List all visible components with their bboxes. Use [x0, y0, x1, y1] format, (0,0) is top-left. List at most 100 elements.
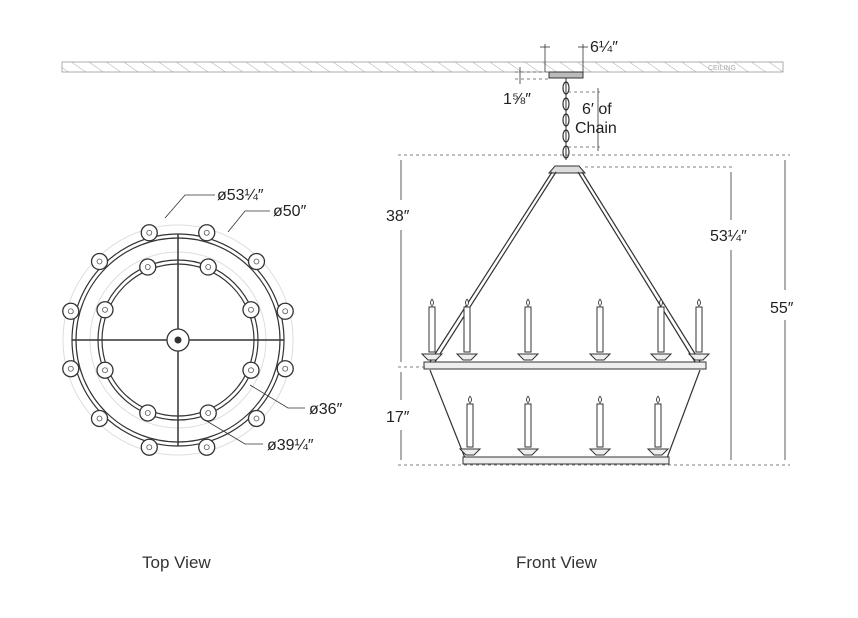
- outer-candle-cup: [90, 252, 109, 271]
- flame: [659, 298, 663, 307]
- candle: [455, 298, 479, 361]
- top-view: [62, 224, 294, 456]
- candle-sleeve: [524, 403, 532, 448]
- dim-lower-tier-height: 17″: [386, 409, 410, 426]
- chain-length-line2: Chain: [575, 120, 617, 137]
- dim-overall-height: 55″: [770, 300, 794, 317]
- candle: [588, 395, 612, 456]
- arms: [427, 171, 703, 459]
- dim-canopy-height: 1⅝″: [503, 91, 531, 108]
- ceiling: CEILING: [61, 61, 784, 73]
- dimension-leaders: [164, 194, 305, 445]
- outer-candle-cup-socket: [146, 229, 153, 236]
- front-dimension-lines: [398, 44, 790, 466]
- candle-sleeve: [596, 306, 604, 353]
- outer-candle-cup-socket: [282, 365, 289, 372]
- inner-candle-cup-socket: [102, 306, 108, 313]
- outer-candle-cup: [140, 224, 158, 242]
- bobeche: [420, 353, 444, 361]
- candle-sleeve: [654, 403, 662, 448]
- outer-candle-cup: [62, 360, 80, 378]
- candle: [649, 298, 673, 361]
- outer-candle-cup: [90, 409, 109, 428]
- candle: [516, 395, 540, 456]
- outer-candle-cup: [140, 438, 158, 456]
- outer-candle-cup: [276, 302, 294, 320]
- outer-candle-cup-socket: [253, 258, 260, 265]
- flame: [468, 395, 472, 404]
- flame: [697, 298, 701, 307]
- lower-ring: [462, 456, 670, 465]
- top-hub: [547, 165, 587, 174]
- bobeche: [458, 448, 482, 456]
- bobeche: [588, 353, 612, 361]
- chain: [562, 78, 570, 160]
- inner-candle-cup-socket: [248, 367, 254, 374]
- inner-candle-cup: [199, 404, 217, 422]
- front-view: [420, 71, 711, 465]
- top-view-caption: Top View: [142, 553, 211, 572]
- bobeche: [649, 353, 673, 361]
- inner-candle-cup-socket: [102, 367, 108, 374]
- flame: [598, 298, 602, 307]
- outer-candle-cup-socket: [203, 229, 210, 236]
- candle-sleeve: [596, 403, 604, 448]
- inner-candle-cup-socket: [248, 306, 254, 313]
- flame: [526, 298, 530, 307]
- ceiling-label: CEILING: [708, 65, 736, 72]
- candle: [588, 298, 612, 361]
- dim-upper-tier-height: 38″: [386, 208, 410, 225]
- inner-candle-cup: [96, 361, 114, 379]
- outer-candle-cup-socket: [96, 415, 103, 422]
- outer-candle-cup-socket: [146, 444, 153, 451]
- dim-inner-overall: ø39¼″: [267, 437, 314, 454]
- dim-outer-overall: ø53¼″: [217, 187, 264, 204]
- bobeche: [646, 448, 670, 456]
- outer-candle-cup: [198, 224, 216, 242]
- candle: [420, 298, 444, 361]
- outer-candle-cup-socket: [96, 258, 103, 265]
- flame: [598, 395, 602, 404]
- outer-candle-cup-socket: [282, 308, 289, 315]
- inner-candle-cup: [242, 301, 260, 319]
- outer-candle-cup: [276, 360, 294, 378]
- inner-candle-cup: [242, 361, 260, 379]
- candle: [687, 298, 711, 361]
- canopy: [548, 71, 584, 79]
- candle-sleeve: [695, 306, 703, 353]
- bobeche: [455, 353, 479, 361]
- bobeche: [516, 448, 540, 456]
- outer-candle-cup: [247, 252, 266, 271]
- upper-candles: [420, 298, 711, 361]
- bobeche: [588, 448, 612, 456]
- outer-candle-cup: [247, 409, 266, 428]
- dim-outer-ring: ø50″: [273, 203, 307, 220]
- outer-overall-circle: [62, 224, 294, 456]
- candle-sleeve: [466, 403, 474, 448]
- bobeche: [516, 353, 540, 361]
- inner-candle-cup-socket: [144, 410, 151, 416]
- inner-candle-cup: [199, 258, 217, 276]
- inner-candle-cup-socket: [205, 410, 212, 416]
- outer-candle-cup: [198, 438, 216, 456]
- candle: [516, 298, 540, 361]
- inner-candle-cup: [96, 301, 114, 319]
- dim-body-height: 53¼″: [710, 228, 747, 245]
- flame: [656, 395, 660, 404]
- flame: [465, 298, 469, 307]
- inner-candle-cup: [139, 404, 157, 422]
- flame: [526, 395, 530, 404]
- candle-sleeve: [657, 306, 665, 353]
- candle: [646, 395, 670, 456]
- inner-candle-cup-socket: [205, 264, 212, 270]
- candle-sleeve: [524, 306, 532, 353]
- dim-canopy-width: 6¼″: [590, 39, 618, 56]
- upper-ring: [423, 361, 707, 370]
- bobeche: [687, 353, 711, 361]
- lower-candles: [458, 395, 670, 456]
- outer-candle-cup-socket: [67, 365, 74, 372]
- inner-candle-cup-socket: [144, 264, 151, 270]
- dim-inner-ring: ø36″: [309, 401, 343, 418]
- outer-candle-cup: [62, 302, 80, 320]
- candle-sleeve: [463, 306, 471, 353]
